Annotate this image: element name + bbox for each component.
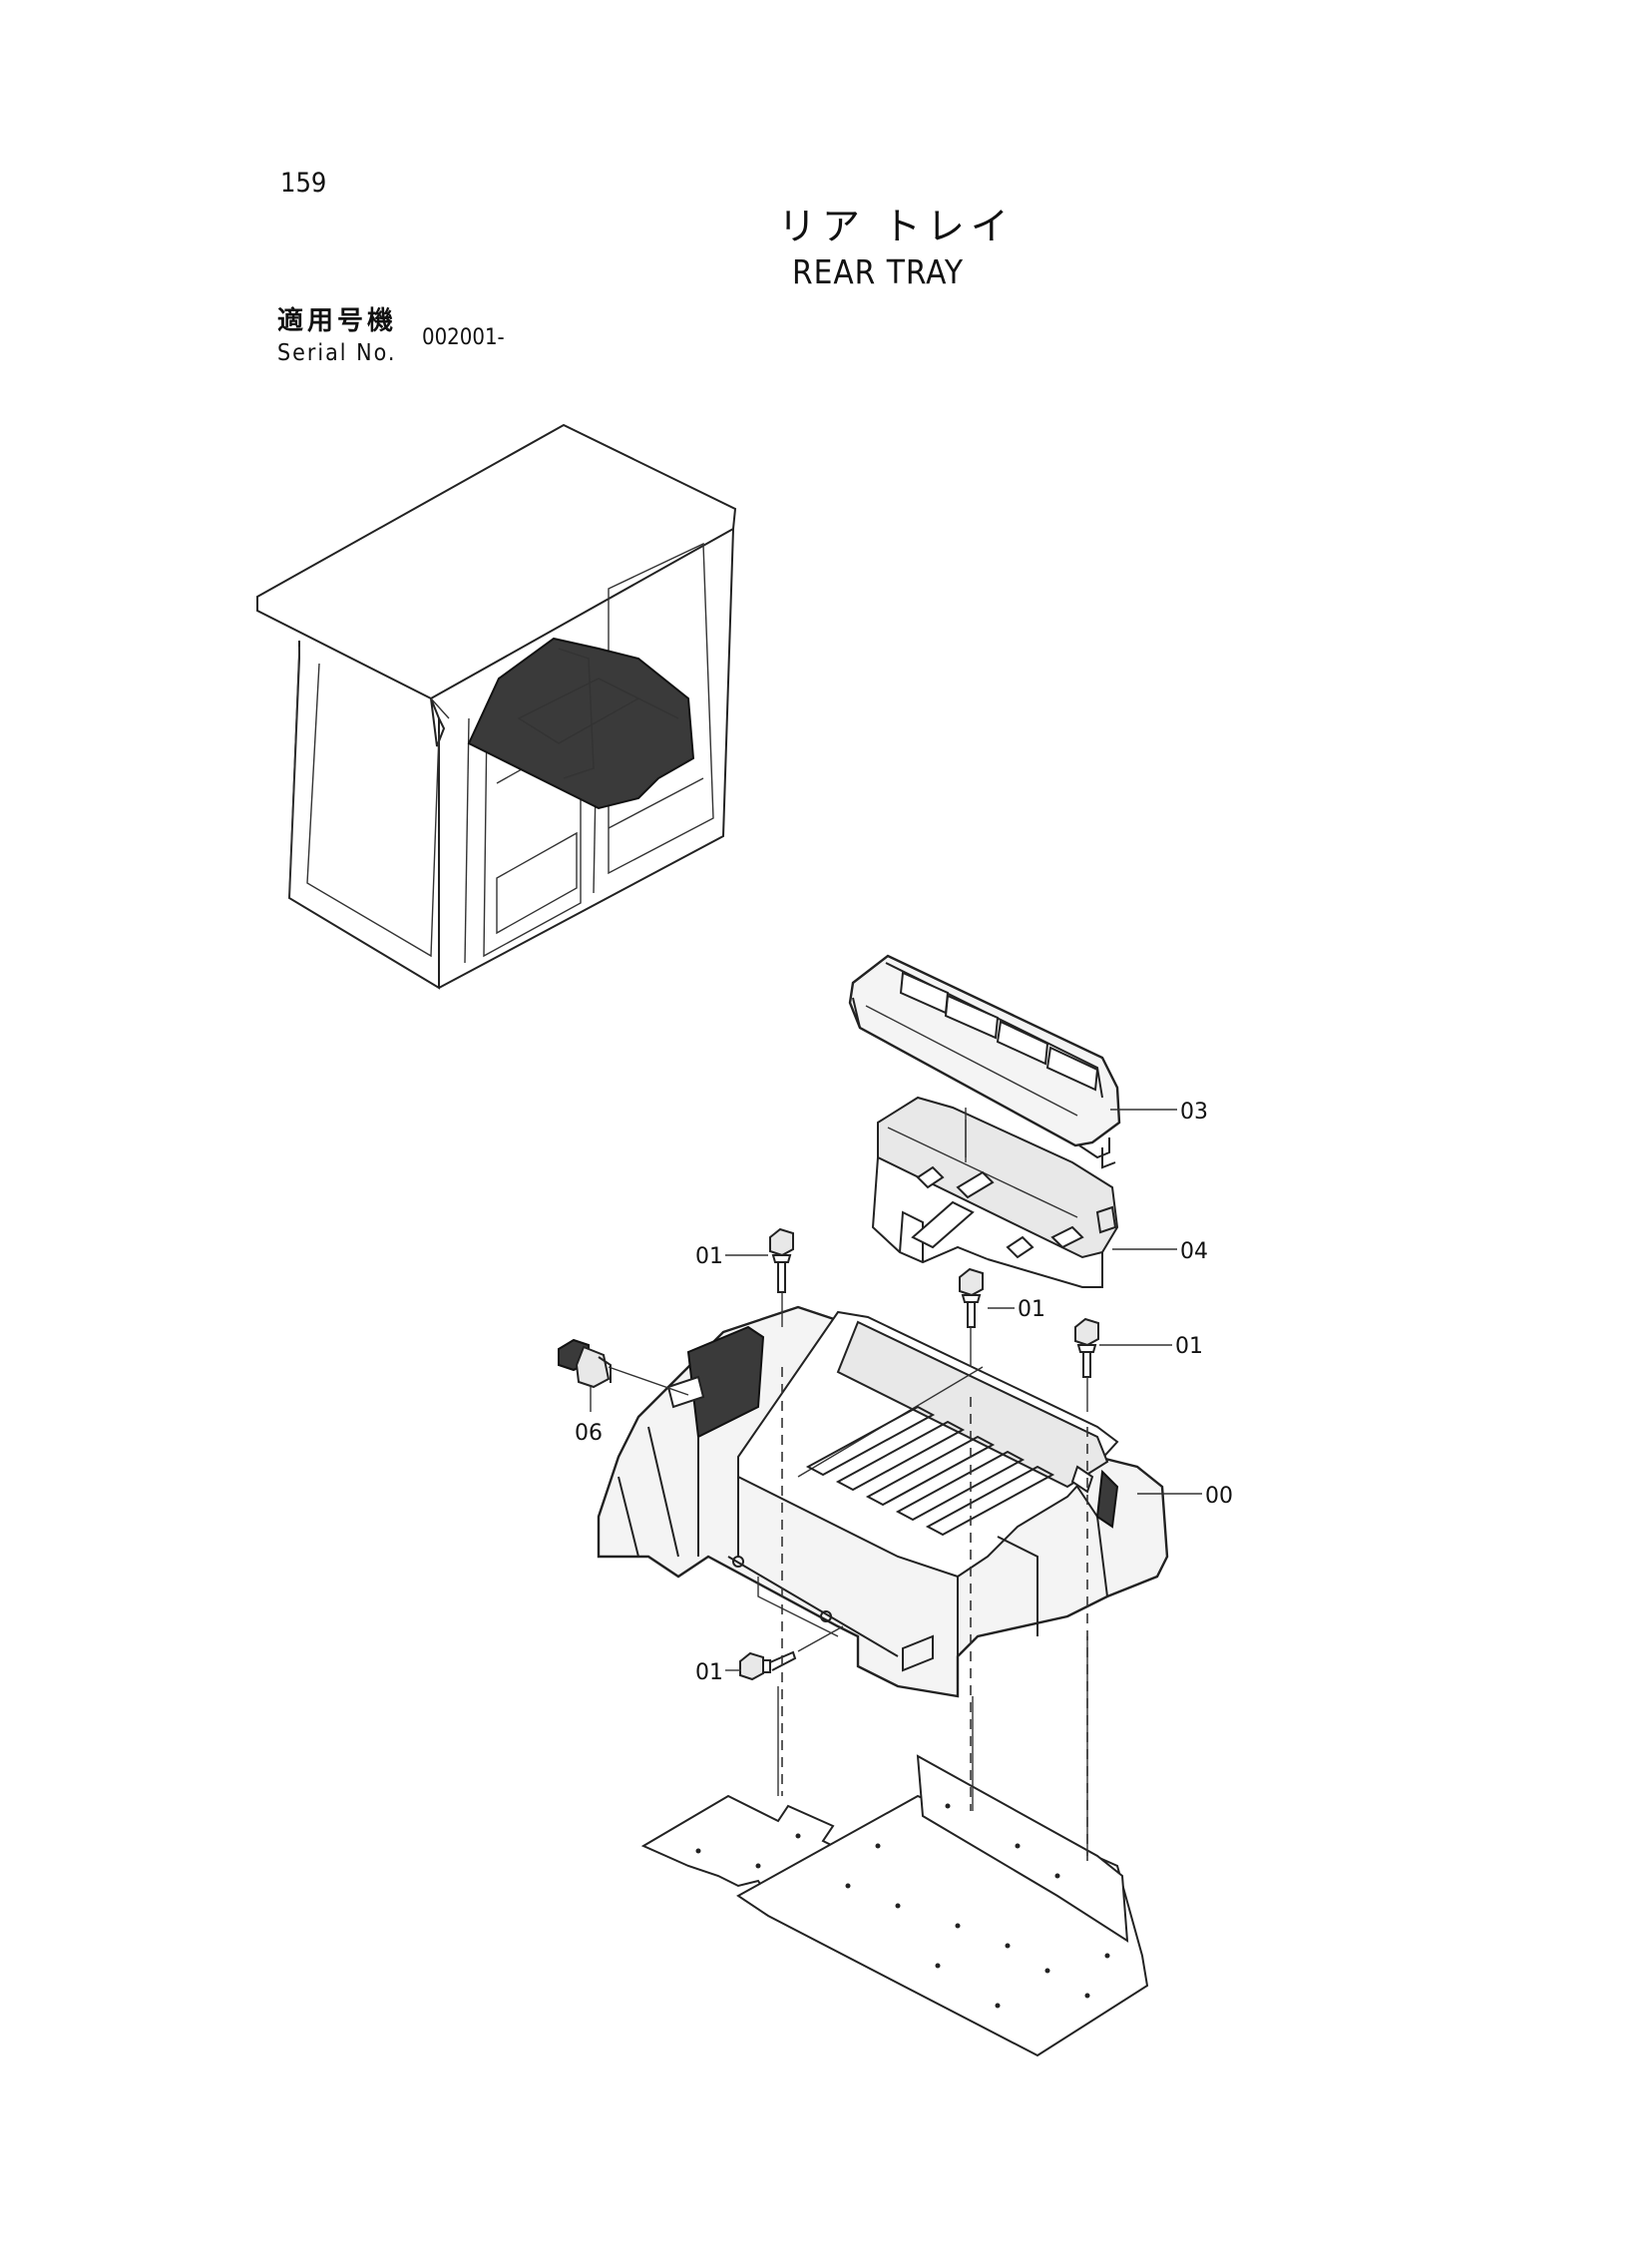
bolt-01-top-left	[769, 1227, 794, 1293]
bolt-01-top-mid	[959, 1267, 984, 1328]
title-japanese: リア トレイ	[778, 205, 1015, 248]
page-number: 159	[280, 168, 327, 199]
floor-plates	[640, 1754, 1149, 2057]
part-04-holder	[871, 1096, 1119, 1288]
part-03-cover	[848, 954, 1121, 1169]
bolt-01-right	[1074, 1317, 1099, 1378]
callout-01-top-left: 01	[695, 1244, 723, 1269]
callout-06: 06	[575, 1421, 603, 1446]
part-06-plug	[558, 1338, 612, 1389]
serial-label-japanese: 適用号機	[277, 306, 398, 336]
callout-01-bottom: 01	[695, 1660, 723, 1685]
callout-04: 04	[1180, 1239, 1208, 1264]
part-00-rear-tray	[597, 1305, 1169, 1698]
bolt-01-bottom	[739, 1650, 797, 1681]
callout-03: 03	[1180, 1100, 1208, 1125]
callout-01-top-mid: 01	[1018, 1297, 1045, 1322]
cab-overview	[256, 423, 737, 990]
serial-number-value: 002001-	[422, 325, 505, 350]
leader-lines	[590, 1108, 1202, 1866]
callout-01-right: 01	[1175, 1334, 1203, 1359]
callout-00: 00	[1205, 1484, 1233, 1509]
serial-label-english: Serial No.	[277, 340, 397, 366]
title-english: REAR TRAY	[792, 252, 965, 291]
